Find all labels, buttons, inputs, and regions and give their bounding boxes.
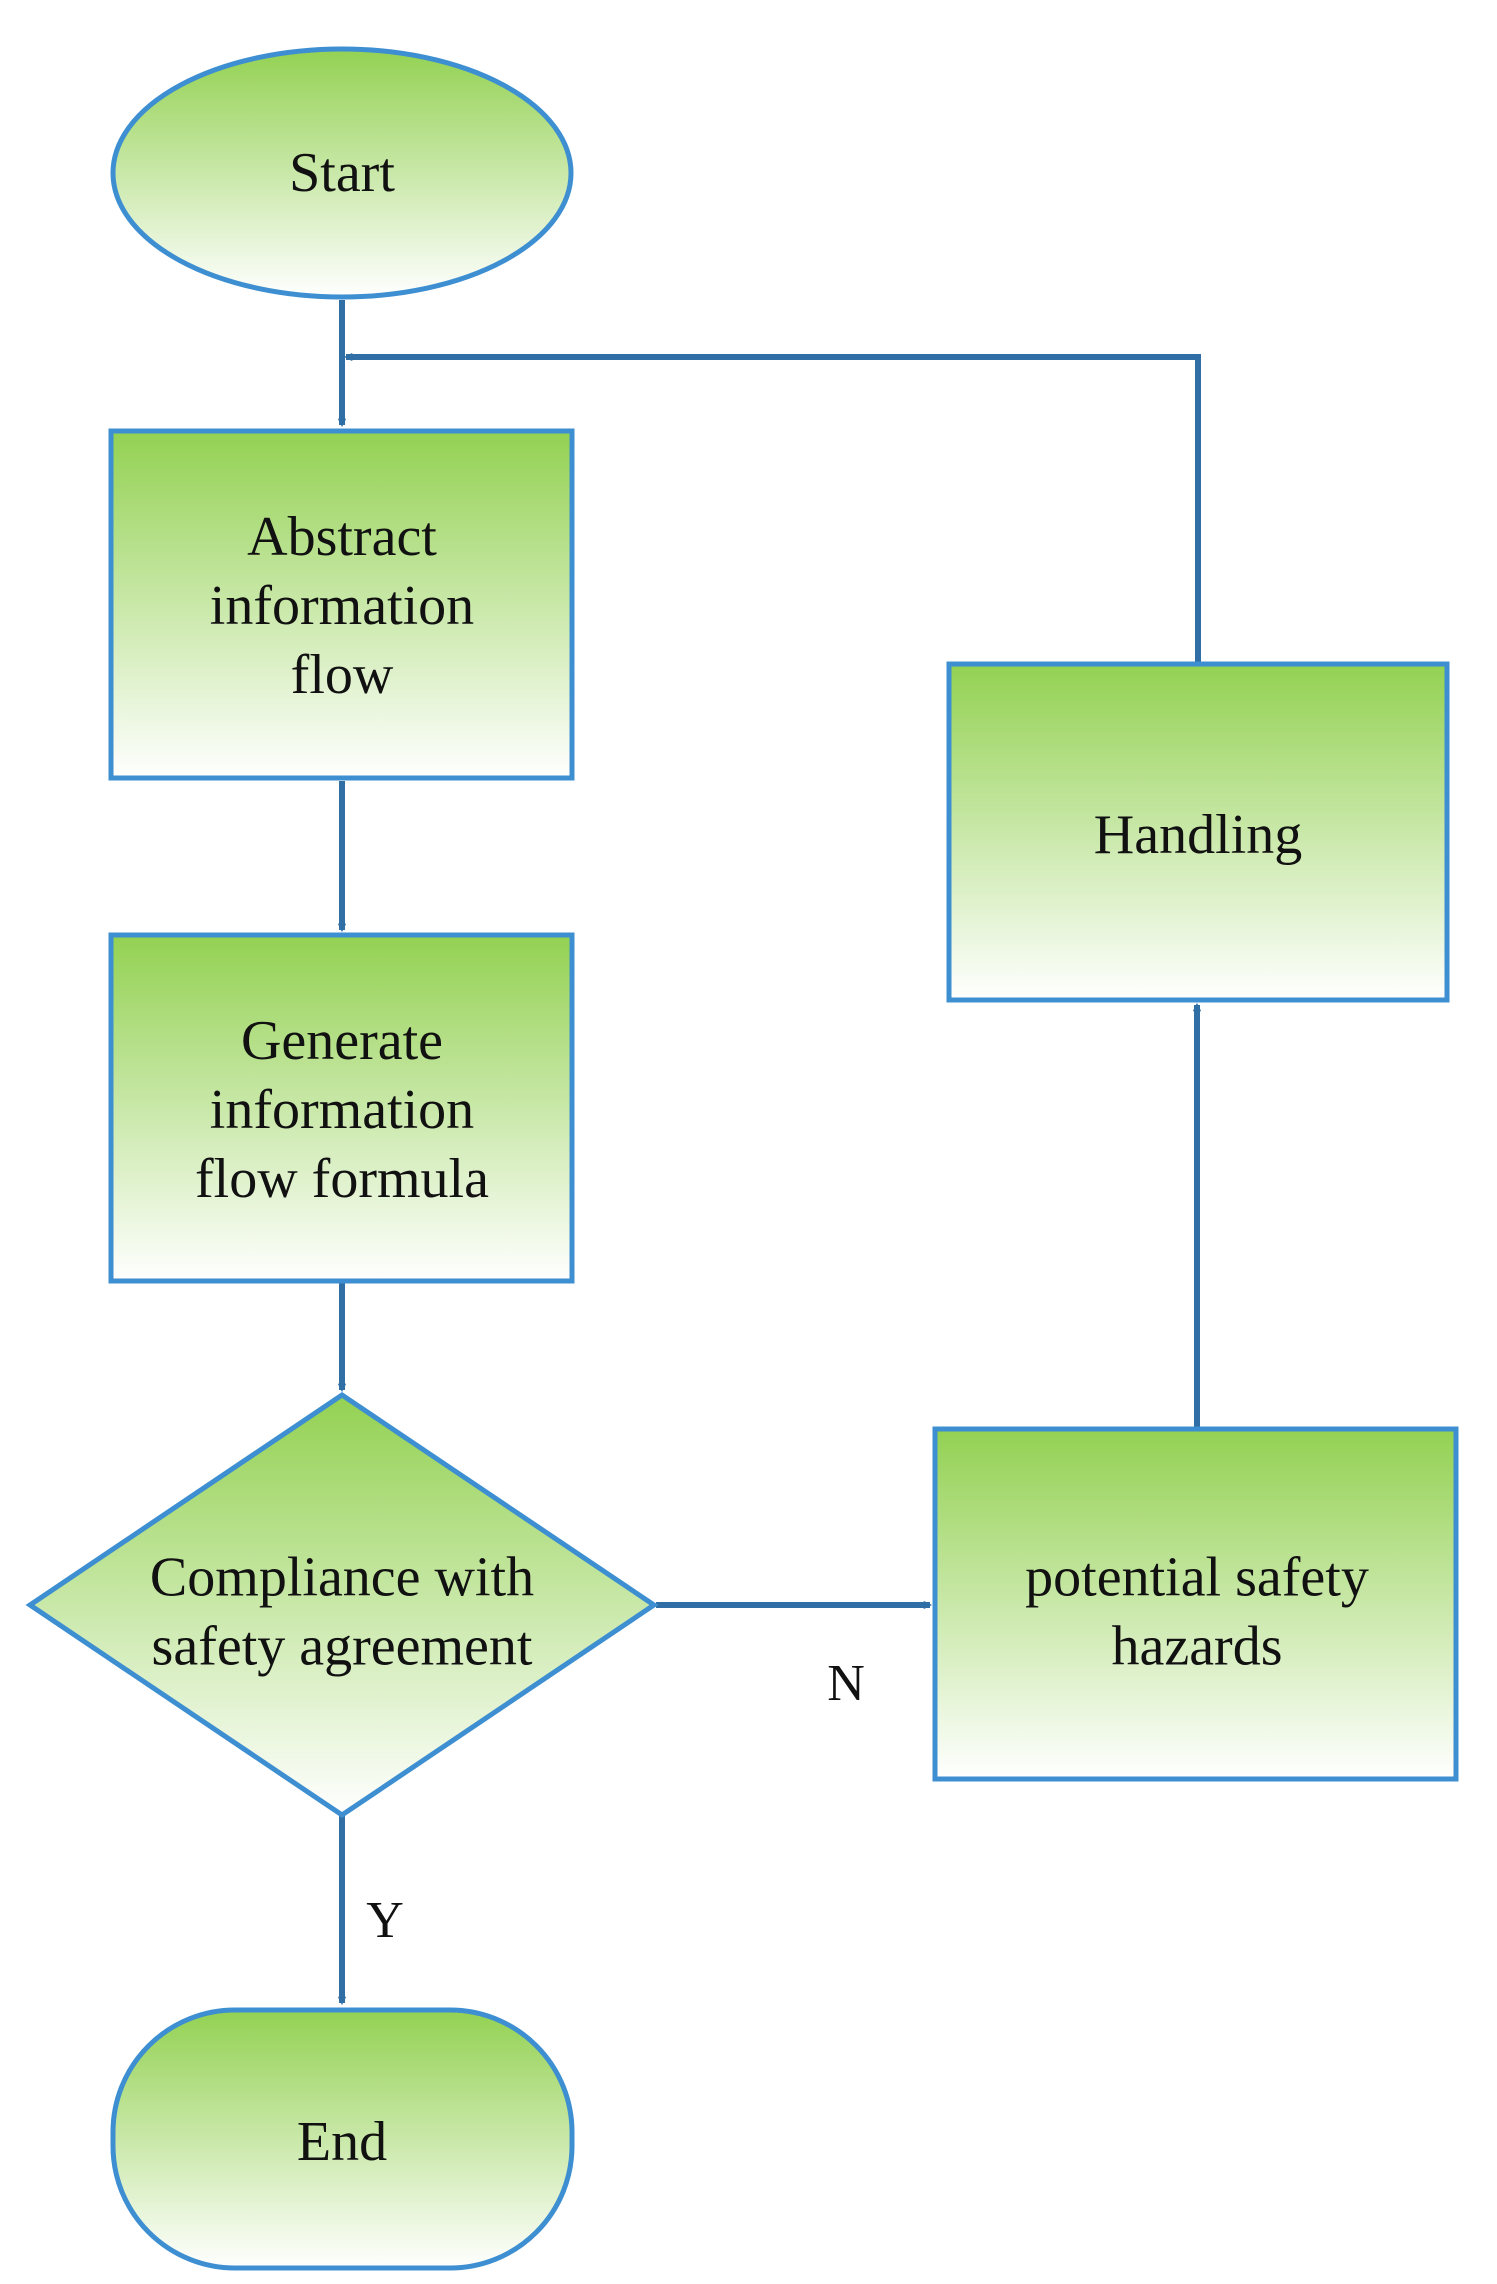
start-ellipse: [110, 46, 574, 300]
start-label: Start: [289, 142, 395, 204]
potential-safety-hazards-label-line: hazards: [1111, 1616, 1282, 1678]
generate-formula-label-line: information: [210, 1079, 474, 1141]
compliance-decision-label-line: safety agreement: [152, 1616, 533, 1678]
edge-label-no: N: [827, 1655, 865, 1712]
handling-label: Handling: [1094, 804, 1302, 866]
end-node: End: [110, 2007, 575, 2271]
end-label-line: End: [297, 2111, 387, 2173]
handling-node: Handling: [946, 661, 1450, 1003]
abstract-information-flow-box: [108, 428, 575, 781]
compliance-decision-label: Compliance with safety agreement: [150, 1547, 534, 1678]
abstract-information-flow-node: Abstract information flow: [108, 428, 575, 781]
generate-formula-node: Generate information flow formula: [108, 932, 575, 1284]
abstract-information-flow-label-line: Abstract: [247, 506, 437, 568]
compliance-decision-node: Compliance with safety agreement: [25, 1391, 659, 1819]
abstract-information-flow-label: Abstract information flow: [210, 506, 474, 706]
handling-label-line: Handling: [1094, 804, 1302, 866]
generate-formula-box: [108, 932, 575, 1284]
potential-safety-hazards-label: potential safety hazards: [1025, 1547, 1369, 1678]
generate-formula-label: Generate information flow formula: [195, 1010, 489, 1210]
handling-box: [946, 661, 1450, 1003]
abstract-information-flow-label-line: flow: [291, 644, 394, 706]
compliance-decision-label-line: Compliance with: [150, 1547, 534, 1609]
compliance-decision-diamond: [25, 1391, 659, 1819]
edge-handling-loop-back: [343, 352, 1201, 662]
start-label-line: Start: [289, 142, 395, 204]
potential-safety-hazards-box: [932, 1426, 1459, 1782]
end-rounded-rect: [110, 2007, 575, 2271]
start-node: Start: [110, 46, 574, 300]
end-label: End: [297, 2111, 387, 2173]
potential-safety-hazards-label-line: potential safety: [1025, 1547, 1369, 1609]
generate-formula-label-line: Generate: [241, 1010, 443, 1072]
abstract-information-flow-label-line: information: [210, 575, 474, 637]
edge-label-yes: Y: [366, 1892, 404, 1949]
generate-formula-label-line: flow formula: [195, 1148, 489, 1210]
potential-safety-hazards-node: potential safety hazards: [932, 1426, 1459, 1782]
